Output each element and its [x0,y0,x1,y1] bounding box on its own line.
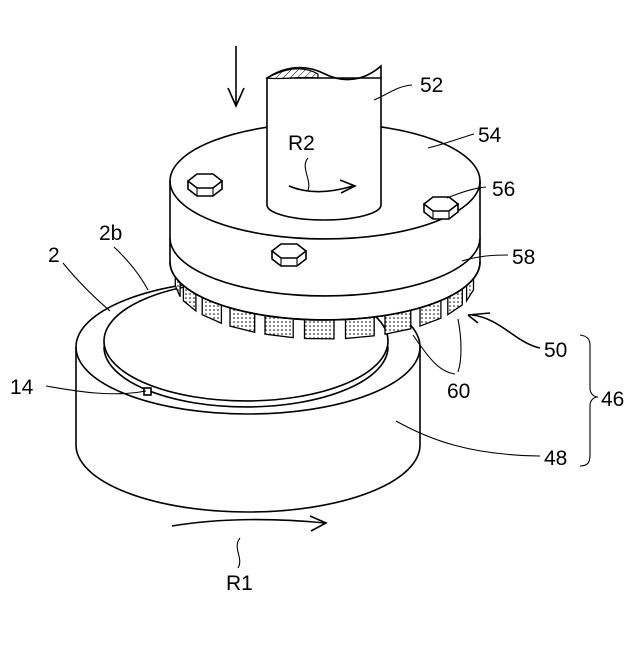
label-r1: R1 [226,572,253,595]
bolt [272,244,306,266]
table-rotation-arrow [172,516,326,531]
feed-arrow [228,46,244,106]
label-52: 52 [420,74,443,97]
label-2b: 2b [99,222,122,245]
label-r2: R2 [288,132,315,155]
bolt [424,197,458,219]
label-46: 46 [601,388,624,411]
spindle [267,66,381,220]
grinding-stone [305,319,335,339]
label-54: 54 [478,124,502,147]
label-48: 48 [544,447,567,470]
bolt [188,174,222,196]
label-56: 56 [492,178,515,201]
label-58: 58 [512,246,535,269]
label-14: 14 [10,376,34,399]
label-60: 60 [447,380,470,403]
label-2: 2 [48,244,60,267]
label-50: 50 [544,339,567,362]
